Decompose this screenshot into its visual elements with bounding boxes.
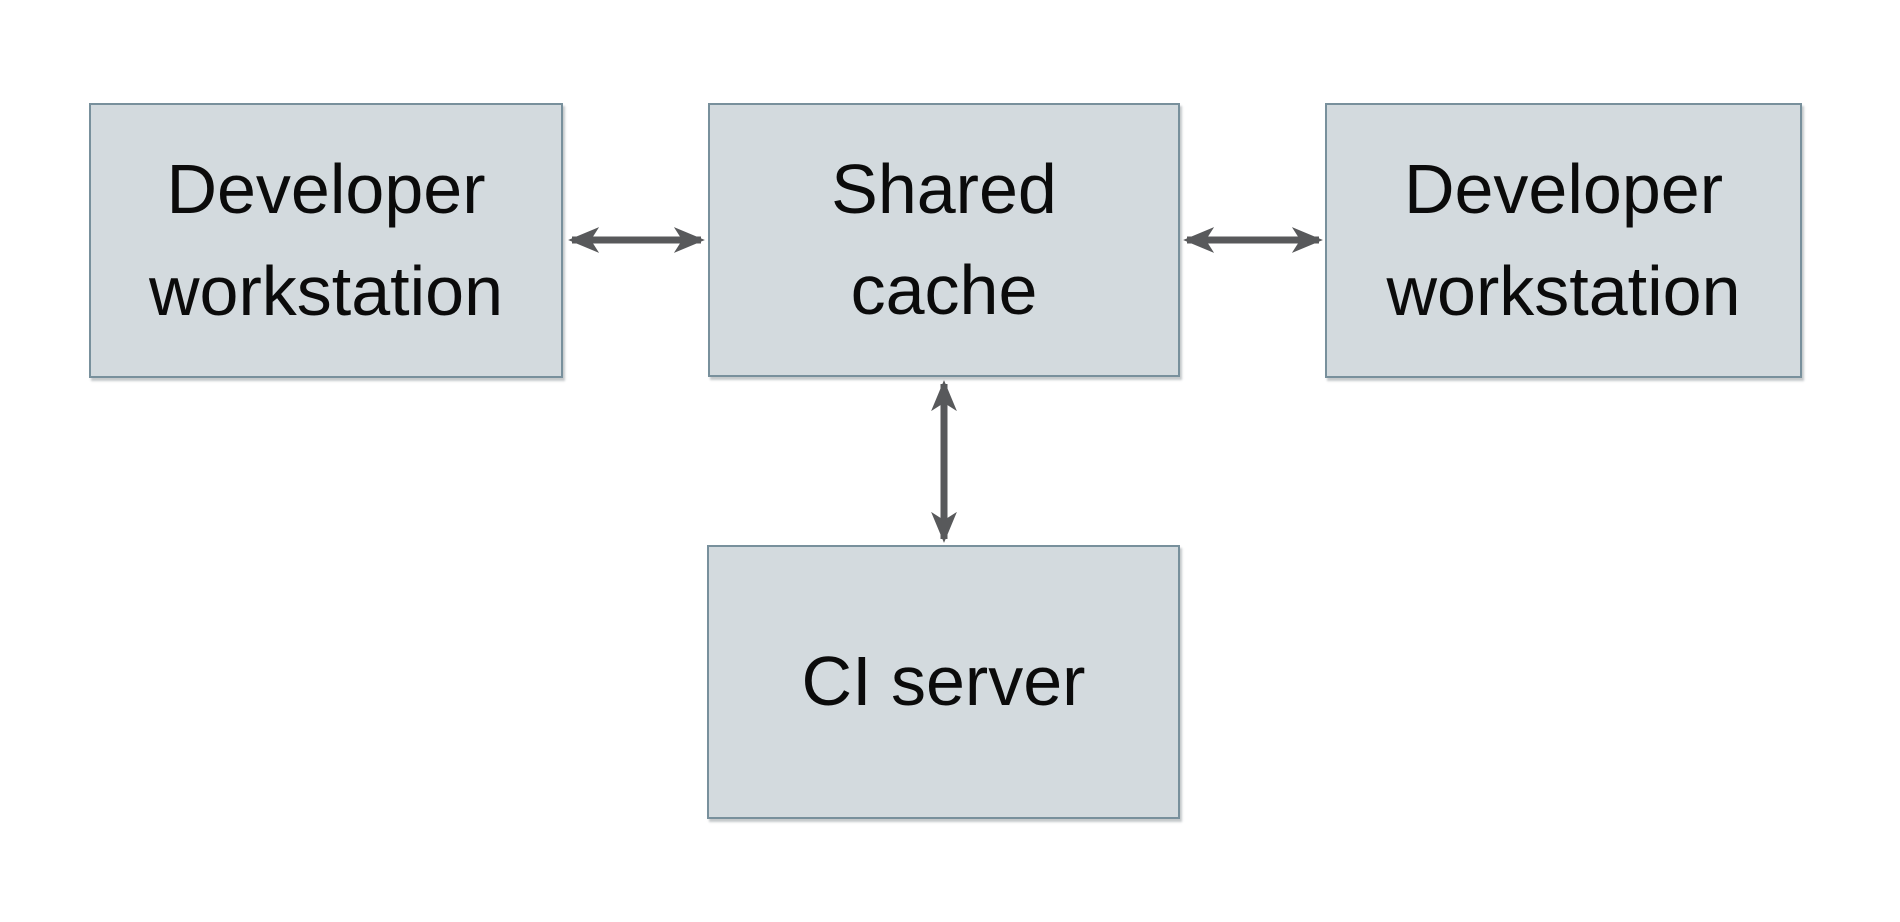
node-label-line: cache: [850, 251, 1038, 329]
node-shared-cache: Shared cache: [708, 103, 1180, 377]
node-developer-workstation-right: Developer workstation: [1325, 103, 1802, 378]
node-label: Developer workstation: [149, 139, 503, 342]
node-label-line: Developer: [166, 150, 486, 228]
node-ci-server: CI server: [707, 545, 1180, 819]
node-label: Developer workstation: [1386, 139, 1740, 342]
node-label-line: Shared: [831, 149, 1057, 228]
node-developer-workstation-left: Developer workstation: [89, 103, 563, 378]
node-label-line: CI server: [801, 642, 1086, 721]
node-label: CI server: [802, 631, 1086, 733]
node-label-line: Developer: [1403, 150, 1724, 228]
node-label: Shared cache: [831, 139, 1057, 342]
node-label-line: workstation: [1386, 251, 1741, 330]
node-label-line: workstation: [148, 251, 504, 330]
